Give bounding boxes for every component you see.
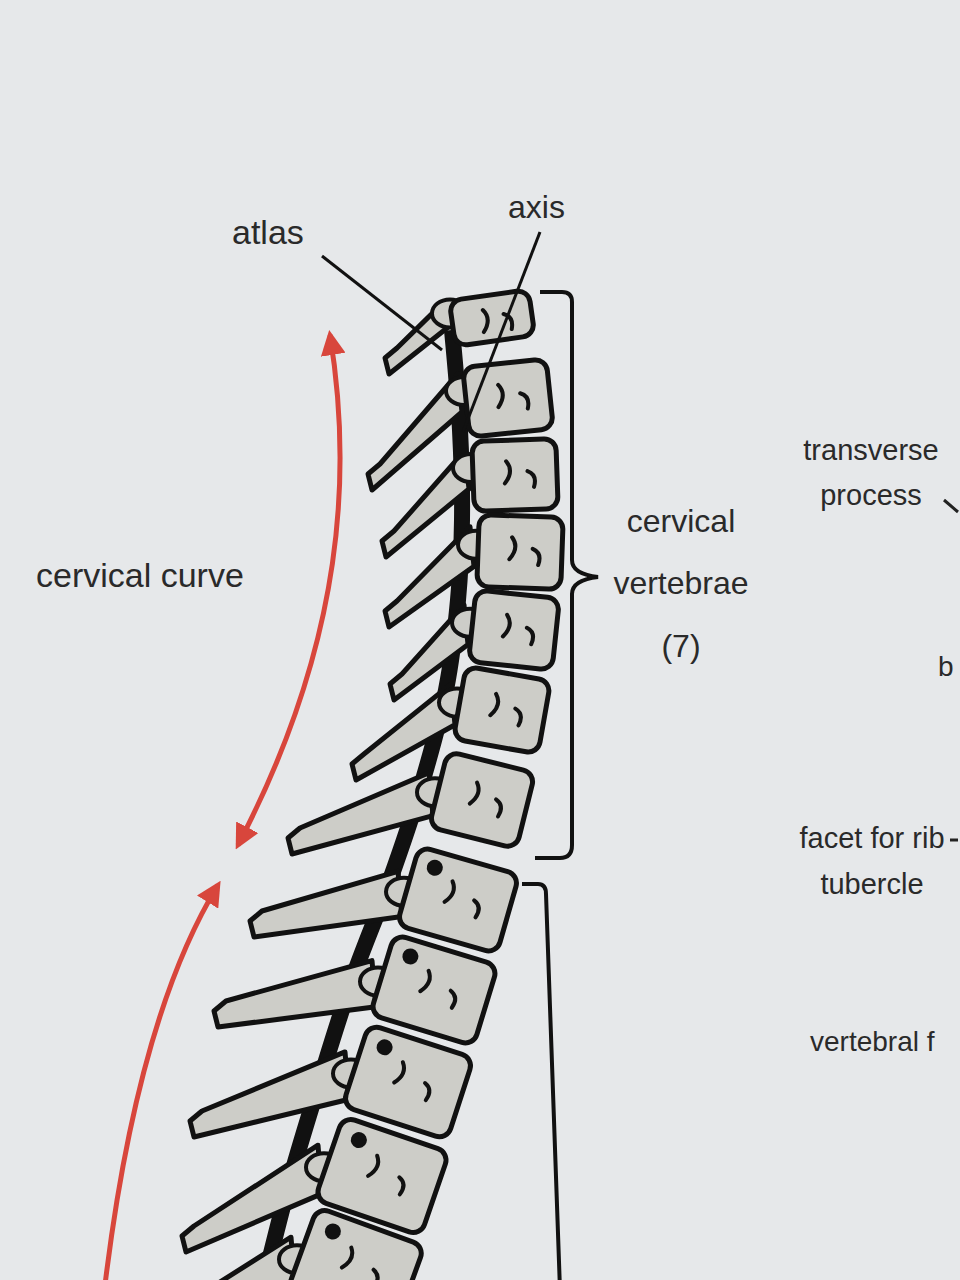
vertebral-body (468, 590, 559, 670)
part-label: axis (508, 188, 588, 226)
spinous-process (214, 961, 376, 1027)
bone-shading (392, 1062, 436, 1101)
part-label: atlas (232, 212, 342, 253)
bone-shading (418, 970, 461, 1008)
spinous-process (250, 871, 402, 937)
bone-shading (443, 881, 485, 918)
curve-arrow (238, 335, 340, 845)
part-label: cervical curve (36, 555, 306, 596)
costal-facet (425, 858, 445, 878)
spinous-process (288, 773, 433, 854)
vertebral-body (477, 515, 563, 590)
part-label: facet for rib tubercle (792, 815, 952, 908)
bone-shading (502, 615, 535, 645)
bone-shading (366, 1155, 411, 1195)
vertebral-body (287, 1207, 424, 1280)
vertebral-body (472, 439, 558, 512)
vertebral-body (397, 846, 520, 953)
costal-facet (400, 946, 420, 966)
bracket (522, 884, 560, 1280)
vertebral-body (449, 290, 535, 347)
vertebral-body (429, 751, 535, 848)
costal-facet (323, 1221, 344, 1242)
leader-line (463, 232, 540, 432)
spinous-process (190, 1052, 349, 1137)
leader-line (322, 256, 442, 350)
costal-facet (375, 1037, 395, 1057)
spinous-process (182, 1145, 322, 1252)
part-label: b (938, 650, 956, 684)
bracket (535, 292, 598, 858)
bone-shading (481, 306, 513, 333)
bone-shading (339, 1247, 384, 1280)
vertebral-body (453, 666, 551, 754)
bone-shading (504, 460, 535, 488)
vertebral-bodies (287, 290, 563, 1280)
part-label: vertebral f (810, 1025, 956, 1059)
part-label: transverse process (796, 428, 946, 518)
bone-shading (489, 694, 524, 726)
bone-shading (509, 537, 540, 565)
part-label: cervical vertebrae (7) (606, 490, 756, 677)
spinous-process (170, 1237, 295, 1280)
bone-shading (496, 382, 529, 412)
costal-facet (349, 1130, 369, 1150)
bone-shading (468, 782, 505, 817)
